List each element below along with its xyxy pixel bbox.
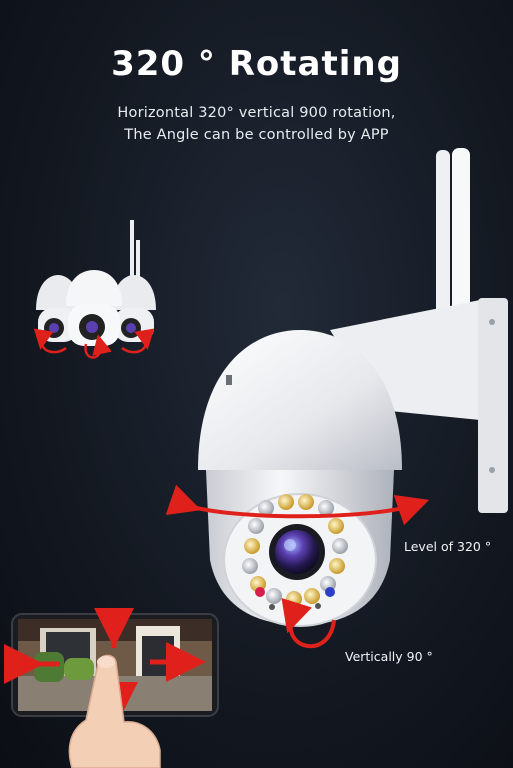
horizontal-rotation-label: Level of 320 ° <box>404 539 492 554</box>
main-camera <box>198 148 508 627</box>
wall-plate <box>478 298 508 513</box>
wall-bracket <box>330 300 500 510</box>
vertical-rotation-label: Vertically 90 ° <box>345 649 433 664</box>
preview-camera-center <box>66 270 122 346</box>
vertical-rotation-arrow <box>281 597 336 648</box>
preview-camera-right <box>112 275 156 342</box>
headline-title: 320 ° Rotating <box>111 44 402 84</box>
camera-dome <box>198 330 402 470</box>
subtitle-line-1: Horizontal 320° vertical 900 rotation, <box>117 105 396 121</box>
rotation-preview-thumbnail <box>33 220 156 359</box>
horizontal-rotation-arrow <box>165 484 430 526</box>
pointing-hand <box>68 654 161 768</box>
camera-lens <box>275 530 319 574</box>
subtitle-line-2: The Angle can be controlled by APP <box>124 127 389 143</box>
